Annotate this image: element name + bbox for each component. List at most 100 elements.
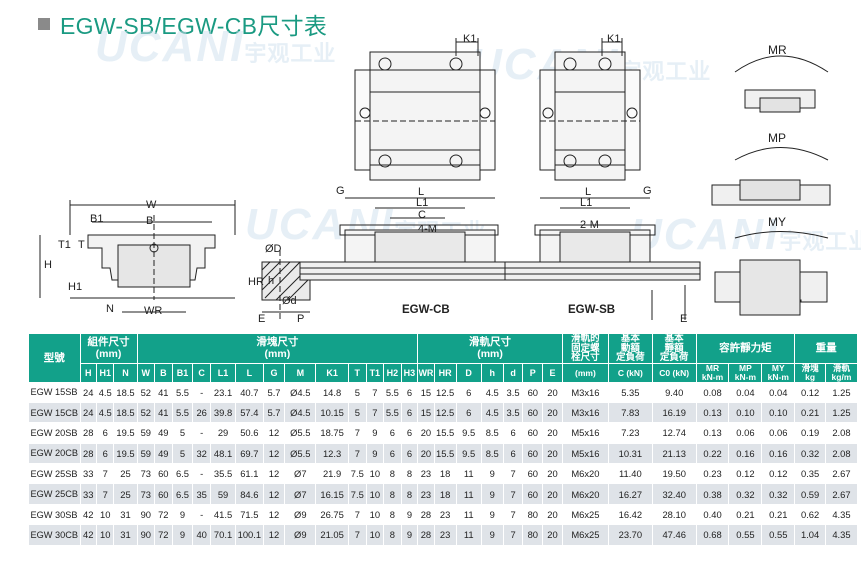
table-cell: 0.10 (761, 402, 796, 424)
table-cell: 31 (113, 524, 138, 546)
table-cell: 35 (192, 483, 211, 505)
subheader-moment-1: MP kN-m (728, 362, 763, 383)
table-cell: 6 (383, 443, 402, 465)
label-my: MY (768, 215, 786, 229)
table-cell: 7 (366, 382, 385, 403)
table-cell: 32.40 (652, 483, 697, 505)
table-cell: 12 (263, 443, 286, 465)
dim-e: E (258, 313, 265, 325)
title-square-icon (38, 18, 50, 30)
table-cell: 23 (417, 463, 435, 485)
table-cell: 10 (366, 504, 385, 526)
table-cell: 5.5 (172, 402, 194, 424)
table-cell: 20 (417, 443, 435, 465)
spec-table-wrapper: 型號 組件尺寸 (mm) 滑塊尺寸 (mm) 滑軌尺寸 (mm) 滑軌的 固定螺… (28, 333, 859, 546)
table-cell: 5 (172, 443, 194, 465)
label-mp: MP (768, 131, 786, 145)
table-cell: 20 (542, 382, 563, 403)
subheader-t: T (348, 362, 367, 383)
table-cell: M5x16 (562, 422, 609, 444)
table-cell: 12 (263, 483, 286, 505)
table-cell: 19.5 (113, 443, 138, 465)
table-cell: 8 (383, 483, 402, 505)
table-cell: 25 (113, 463, 138, 485)
table-cell: 9 (481, 483, 504, 505)
header-block: 滑塊尺寸 (mm) (136, 333, 419, 364)
table-cell: 90 (137, 524, 156, 546)
subheader-p: P (522, 362, 544, 383)
table-cell: 12 (263, 422, 286, 444)
subheader-l: L (235, 362, 264, 383)
table-cell: 60 (522, 483, 544, 505)
table-cell: 41.5 (210, 504, 237, 526)
spec-table: 型號 組件尺寸 (mm) 滑塊尺寸 (mm) 滑軌尺寸 (mm) 滑軌的 固定螺… (28, 333, 859, 546)
table-cell: 84.6 (235, 483, 264, 505)
dim-p: P (297, 313, 304, 325)
table-cell: 73 (137, 483, 156, 505)
table-cell: Ø4.5 (284, 402, 317, 424)
table-cell: 23.1 (210, 382, 237, 403)
table-cell: 21.9 (315, 463, 350, 485)
table-cell: 4.5 (96, 402, 115, 424)
table-cell: 0.06 (728, 422, 763, 444)
table-cell: - (192, 382, 211, 403)
table-cell: 16.19 (652, 402, 697, 424)
header-model: 型號 (28, 333, 81, 383)
table-cell: 10 (366, 483, 385, 505)
dim-k1-sb: K1 (607, 33, 620, 45)
table-cell: 59 (137, 443, 156, 465)
table-cell: 10.31 (608, 443, 653, 465)
table-cell: 5.5 (172, 382, 194, 403)
table-cell: 19.5 (113, 422, 138, 444)
label-egw-cb: EGW-CB (402, 304, 450, 316)
table-cell: 15 (417, 382, 435, 403)
table-cell: 5.7 (263, 382, 286, 403)
table-cell: 9 (481, 524, 504, 546)
subheader-stat-unit: C0 (kN) (651, 362, 697, 383)
table-cell: 7 (348, 443, 367, 465)
cell-model: EGW 15SB (28, 382, 81, 403)
table-cell: 50.6 (235, 422, 264, 444)
table-cell: 21.13 (652, 443, 697, 465)
table-cell: 0.38 (696, 483, 730, 505)
table-cell: M6x25 (562, 524, 609, 546)
table-cell: 26.75 (315, 504, 350, 526)
cell-model: EGW 25SB (28, 463, 81, 485)
table-cell: 4.5 (481, 382, 504, 403)
table-cell: 4.35 (825, 524, 859, 546)
table-cell: 10 (96, 524, 115, 546)
subheader-k1: K1 (315, 362, 350, 383)
table-cell: Ø7 (284, 463, 317, 485)
table-cell: 6 (96, 422, 115, 444)
subheader-bolt-unit: (mm) (561, 362, 609, 383)
dim-4m: 4-M (418, 223, 437, 235)
table-cell: 5.5 (383, 402, 402, 424)
cell-model: EGW 20SB (28, 422, 81, 444)
table-cell: 25 (113, 483, 138, 505)
subheader-d: d (502, 362, 524, 383)
dim-n: N (106, 303, 114, 315)
table-cell: 0.16 (728, 443, 763, 465)
subheader-h1: H1 (95, 362, 115, 383)
table-cell: 9 (401, 524, 419, 546)
table-cell: 10 (366, 524, 385, 546)
dim-t1: T1 (58, 239, 71, 251)
table-cell: 0.04 (728, 382, 763, 403)
dim-l1: L1 (416, 197, 428, 209)
subheader-weight-3: 滑塊 kg (794, 362, 826, 383)
dim-hr: HR (248, 276, 264, 288)
table-cell: 8.5 (481, 422, 504, 444)
table-cell: 8 (383, 504, 402, 526)
subheader-d: D (455, 362, 482, 383)
table-cell: 0.68 (696, 524, 730, 546)
table-cell: 0.32 (794, 443, 826, 465)
table-cell: 9 (366, 422, 385, 444)
table-cell: 16.42 (608, 504, 653, 526)
cell-model: EGW 25CB (28, 483, 81, 505)
subheader-w: W (136, 362, 156, 383)
